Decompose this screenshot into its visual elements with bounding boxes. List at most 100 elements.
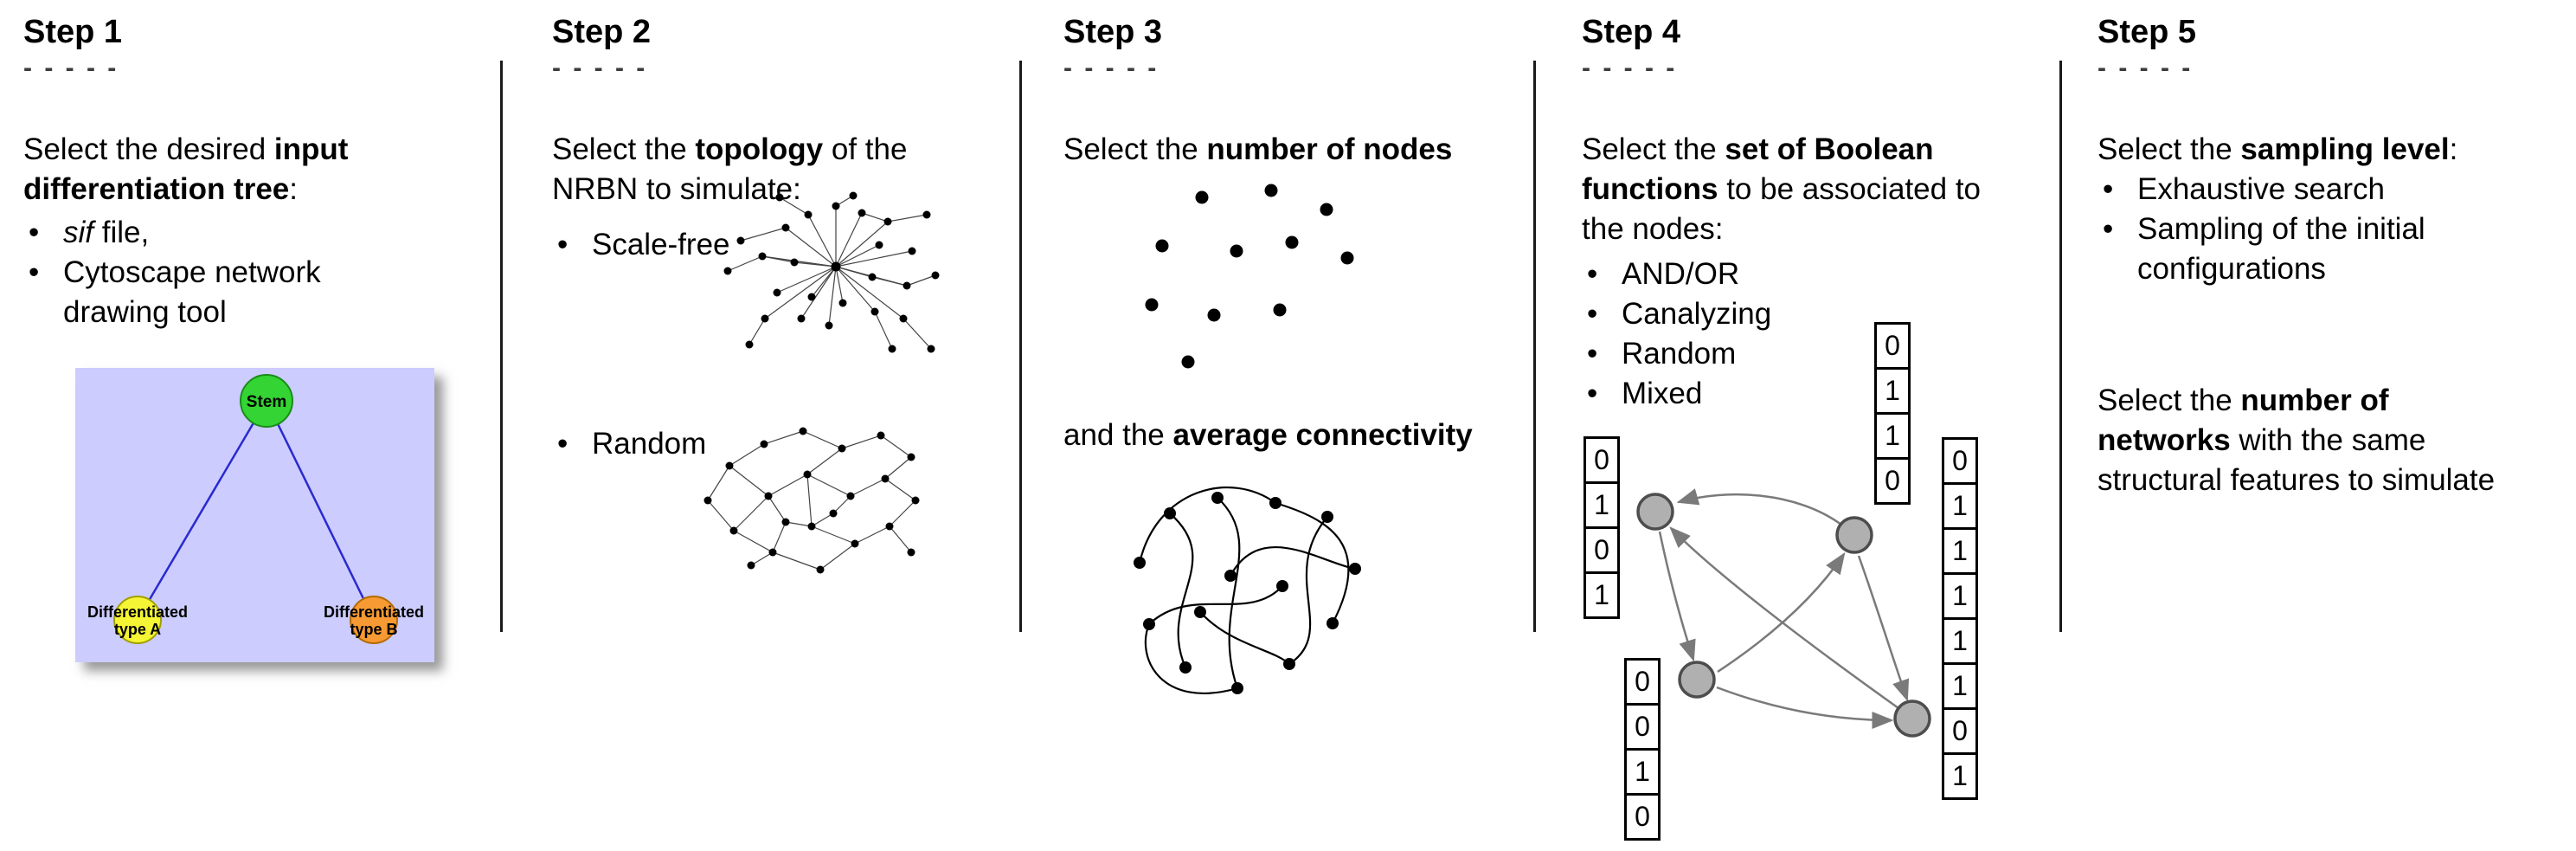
column-divider [500, 61, 503, 632]
bullet-marker: • [1587, 297, 1598, 331]
scale-free-edges [727, 195, 936, 350]
bullet-random-fn-label: Random [1622, 337, 1737, 371]
step3-nodes-text: Select the number of nodes [1063, 130, 1548, 170]
truth-table-cell: 0 [1624, 793, 1661, 841]
truth-table-cell: 1 [1584, 481, 1620, 529]
bullet-sif-file: • sif file, [23, 213, 149, 253]
bullet-and-or: • AND/OR [1582, 255, 1771, 294]
bullet-marker: • [29, 255, 40, 289]
bullet-and-or-label: AND/OR [1622, 257, 1740, 291]
cytoscape-line2: drawing tool [63, 295, 227, 329]
differentiation-tree-graphic: Stem Differentiated type A Differentiate… [75, 368, 434, 662]
step4-intro-pre: Select the [1582, 132, 1725, 166]
networks-bold1: number of [2240, 384, 2389, 417]
step3-column: Step 3 - - - - - Select the number of no… [1063, 0, 1548, 851]
bullet-scale-free-label: Scale-free [592, 228, 730, 261]
bullet-random: • Random [552, 424, 706, 464]
step4-intro-line3: the nodes: [1582, 212, 1724, 246]
stem-label: Stem [247, 393, 286, 411]
truth-table-cell: 0 [1584, 436, 1620, 484]
bullet-exhaustive-label: Exhaustive search [2137, 172, 2385, 206]
step4-title: Step 4 [1582, 14, 1681, 50]
truth-table-cell: 0 [1942, 437, 1978, 485]
type-a-label-line1: Differentiated [87, 603, 188, 621]
truth-table-cell: 1 [1942, 662, 1978, 710]
step4-intro-mid: to be associated to [1718, 172, 1982, 206]
sampling-line1: Sampling of the initial [2137, 212, 2425, 246]
step1-title: Step 1 [23, 14, 123, 50]
step5-intro: Select the sampling level: [2097, 130, 2569, 170]
truth-table-cell: 1 [1584, 571, 1620, 619]
truth-table-cell: 0 [1584, 526, 1620, 574]
step2-intro-line2: NRBN to simulate: [552, 172, 801, 206]
step4-dashes: - - - - - [1582, 54, 1678, 82]
step5-title: Step 5 [2097, 14, 2197, 50]
step5-column: Step 5 - - - - - Select the sampling lev… [2097, 0, 2569, 851]
step4-column: Step 4 - - - - - Select the set of Boole… [1582, 0, 2066, 851]
random-nodes [703, 427, 920, 574]
step5-intro-pre: Select the [2097, 132, 2241, 166]
stem-node [240, 374, 293, 428]
step3-nodes-pre: Select the [1063, 132, 1207, 166]
step3-conn-pre: and the [1063, 418, 1173, 452]
truth-table-bottom: 0 0 1 0 [1624, 658, 1661, 841]
boolean-edges [1658, 488, 1910, 729]
bullet-sif-file-label: sif file, [63, 213, 149, 253]
truth-table-cell: 0 [1624, 703, 1661, 751]
step5-dashes: - - - - - [2097, 54, 2194, 82]
truth-table-left: 0 1 0 1 [1584, 436, 1620, 619]
truth-table-cell: 1 [1942, 482, 1978, 530]
bullet-marker: • [1587, 257, 1598, 291]
bullet-marker: • [557, 228, 569, 261]
step3-nodes-bold: number of nodes [1206, 132, 1453, 166]
bullet-mixed-label: Mixed [1622, 377, 1703, 410]
column-divider [1019, 61, 1022, 632]
random-edges [707, 430, 916, 571]
boolean-nodes [1636, 493, 1931, 738]
bullet-scale-free: • Scale-free [552, 225, 730, 265]
networks-line3: structural features to simulate [2097, 463, 2496, 497]
truth-table-cell: 0 [1942, 707, 1978, 755]
nodes-dots-graphic [1145, 184, 1354, 369]
bullet-mixed: • Mixed [1582, 374, 1771, 414]
bullet-marker: • [2103, 212, 2114, 246]
bullet-canalyzing-label: Canalyzing [1622, 297, 1772, 331]
bullet-marker: • [2103, 172, 2114, 206]
truth-table-cell: 1 [1942, 527, 1978, 575]
step3-dashes: - - - - - [1063, 54, 1160, 82]
tangle-nodes [1134, 492, 1361, 694]
step1-column: Step 1 - - - - - Select the desired inpu… [23, 0, 495, 851]
sif-rest: file, [93, 216, 150, 249]
type-b-label-line2: type B [350, 621, 397, 638]
column-divider [2059, 61, 2062, 632]
bullet-marker: • [557, 427, 569, 461]
bullet-exhaustive: • Exhaustive search [2097, 170, 2385, 210]
truth-table-cell: 1 [1942, 572, 1978, 620]
step4-intro-bold2: functions [1582, 172, 1718, 206]
bullet-marker: • [29, 216, 40, 249]
networks-mid: with the same [2230, 423, 2426, 457]
step2-dashes: - - - - - [552, 54, 648, 82]
truth-table-cell: 0 [1874, 322, 1911, 370]
boolean-node [1835, 516, 1873, 554]
bullet-canalyzing: • Canalyzing [1582, 294, 1771, 334]
scale-free-nodes [723, 191, 940, 353]
type-a-label-line2: type A [114, 621, 161, 638]
truth-table-cell: 0 [1624, 658, 1661, 706]
truth-table-cell: 1 [1942, 617, 1978, 665]
boolean-node [1636, 493, 1674, 531]
sif-italic: sif [63, 216, 93, 249]
dots [1145, 184, 1354, 369]
step2-intro-bold: topology [695, 132, 824, 166]
boolean-node [1678, 661, 1716, 699]
type-a-node [113, 596, 162, 644]
connectivity-tangle-graphic [1134, 486, 1361, 694]
step2-intro-mid: of the [823, 132, 908, 166]
truth-table-cell: 1 [1874, 367, 1911, 415]
